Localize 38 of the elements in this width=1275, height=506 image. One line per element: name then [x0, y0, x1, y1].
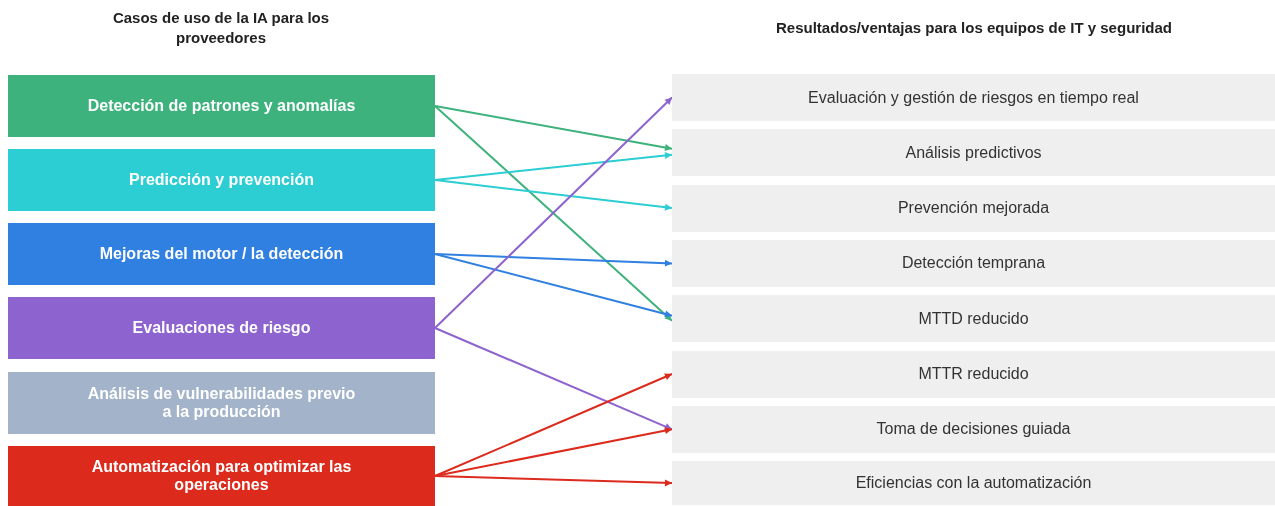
box-label: Mejoras del motor / la detección: [99, 245, 344, 263]
arrow: [434, 253, 673, 318]
arrow: [434, 253, 673, 267]
column-heading: Resultados/ventajas para los equipos de IT y seguridad: [775, 18, 1173, 38]
use-case-box: [8, 75, 435, 137]
arrow: [434, 427, 673, 477]
use-case-box: [8, 372, 435, 434]
box-label: Evaluación y gestión de riesgos en tiempo real: [808, 88, 1139, 107]
arrow: [434, 475, 673, 487]
box-label: Prevención mejorada: [897, 199, 1050, 218]
use-case-box: [8, 446, 435, 506]
box-label: Detección de patrones y anomalías: [87, 97, 356, 115]
box-label: Eficiencias con la automatización: [855, 474, 1092, 493]
box-label: MTTR reducido: [918, 365, 1029, 383]
box-label: Detección temprana: [901, 254, 1046, 273]
box-label: Análisis de vulnerabilidades previo a la producción: [86, 385, 357, 421]
arrow: [434, 105, 673, 151]
use-case-box: [8, 223, 435, 285]
outcome-box: [672, 129, 1275, 177]
outcome-box: [672, 74, 1275, 121]
box-label: Automatización para optimizar las operaciones: [90, 458, 353, 494]
outcome-box: [672, 350, 1275, 398]
box-label: Predicción y prevención: [129, 171, 314, 189]
outcome-box: [672, 405, 1275, 453]
column-heading: Casos de uso de la IA para los proveedores: [111, 8, 331, 48]
outcome-box: [672, 184, 1275, 232]
use-case-box: [8, 297, 435, 359]
use-case-box: [8, 149, 435, 211]
box-label: Análisis predictivos: [905, 143, 1042, 162]
arrow: [434, 327, 673, 431]
box-label: MTTD reducido: [918, 309, 1029, 328]
box-label: Evaluaciones de riesgo: [132, 319, 311, 337]
outcome-box: [672, 295, 1275, 343]
arrow: [434, 373, 673, 477]
outcome-box: [672, 461, 1275, 506]
outcome-box: [672, 239, 1275, 287]
box-label: Toma de decisiones guiada: [876, 420, 1071, 439]
arrow: [434, 179, 673, 211]
